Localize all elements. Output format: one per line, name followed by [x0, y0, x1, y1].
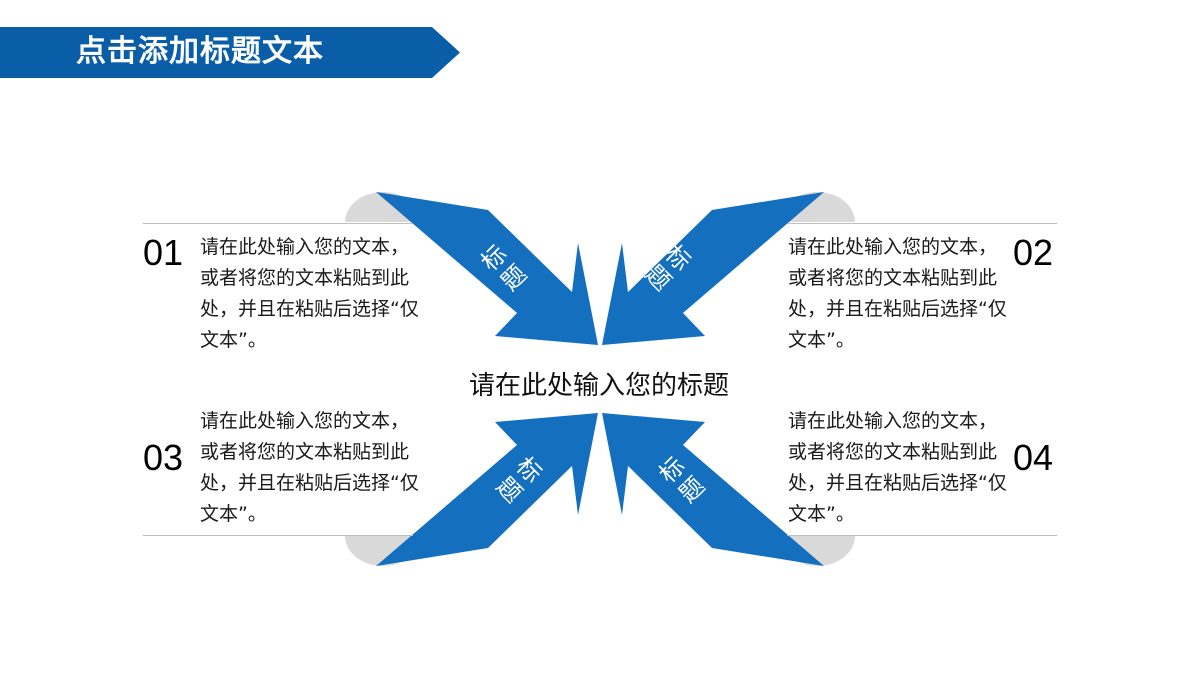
item-number-01: 01 — [143, 232, 184, 273]
item-number-02: 02 — [1013, 232, 1054, 273]
title-banner: 点击添加标题文本 — [0, 27, 460, 78]
page-title[interactable]: 点击添加标题文本 — [76, 34, 324, 69]
item-text-01[interactable]: 请在此处输入您的文本，或者将您的文本粘贴到此处，并且在粘贴后选择“仅文本”。 — [200, 236, 419, 351]
divider-top-right — [787, 223, 1057, 224]
item-number-03: 03 — [143, 437, 184, 478]
divider-bottom-right — [787, 535, 1057, 536]
arrow-shape-3 — [376, 413, 598, 566]
arrow-shape-4 — [602, 413, 824, 566]
banner-arrow-shape — [0, 27, 460, 78]
arrow-shape-1 — [376, 192, 598, 345]
item-text-03[interactable]: 请在此处输入您的文本，或者将您的文本粘贴到此处，并且在粘贴后选择“仅文本”。 — [200, 410, 419, 525]
divider-bottom-left — [143, 535, 413, 536]
divider-top-left — [143, 223, 413, 224]
center-title[interactable]: 请在此处输入您的标题 — [468, 371, 729, 401]
item-number-04: 04 — [1013, 437, 1054, 478]
item-text-04[interactable]: 请在此处输入您的文本，或者将您的文本粘贴到此处，并且在粘贴后选择“仅文本”。 — [788, 410, 1007, 525]
arrow-shape-2 — [602, 192, 824, 345]
item-text-02[interactable]: 请在此处输入您的文本，或者将您的文本粘贴到此处，并且在粘贴后选择“仅文本”。 — [788, 236, 1007, 351]
